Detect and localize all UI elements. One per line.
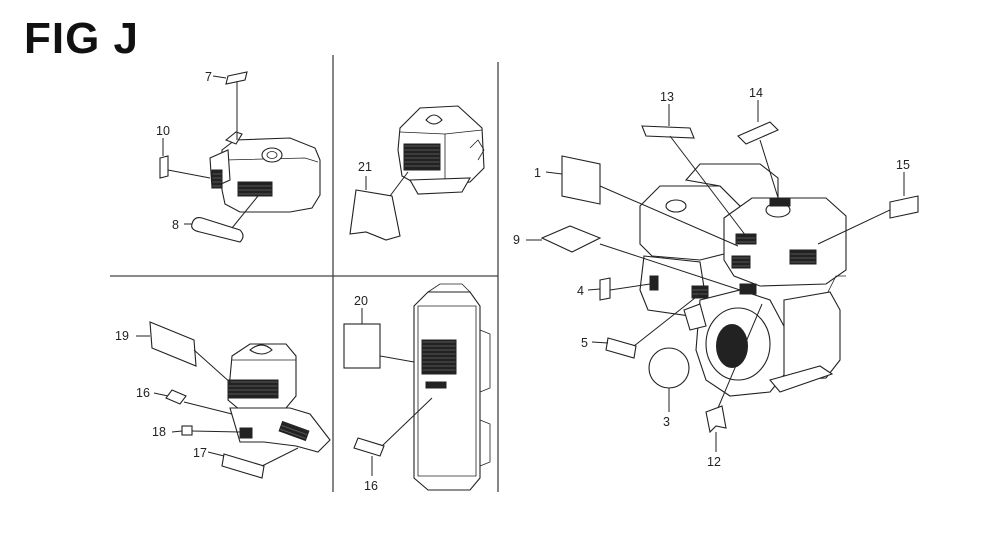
decal-16b	[353, 397, 433, 476]
fuel-tank-drawing	[209, 131, 321, 213]
decal-21	[349, 171, 409, 241]
callout-16a: 16	[136, 386, 150, 400]
decal-12	[705, 303, 763, 452]
decal-8	[184, 195, 259, 243]
panel-air-cleaner: 21	[349, 105, 485, 241]
cover-assembly-drawing	[227, 343, 331, 453]
decal-1	[545, 155, 739, 247]
callout-18: 18	[152, 425, 166, 439]
decal-16a	[153, 389, 233, 415]
decal-3	[648, 347, 690, 412]
panel-fuel-tank: 7 10 8	[156, 70, 321, 243]
decal-7	[212, 71, 248, 140]
panel-separators	[110, 55, 499, 492]
decal-9	[526, 225, 741, 291]
decal-14	[737, 100, 781, 205]
decal-4	[587, 277, 651, 301]
callout-16b: 16	[364, 479, 378, 493]
callout-12: 12	[707, 455, 721, 469]
callout-9: 9	[513, 233, 520, 247]
tall-cover-drawing	[413, 283, 491, 491]
callout-15: 15	[896, 158, 910, 172]
decal-17	[207, 447, 299, 479]
decal-15	[817, 172, 919, 245]
decal-5	[591, 293, 701, 359]
decal-10	[159, 138, 211, 179]
callout-21: 21	[358, 160, 372, 174]
callout-19: 19	[115, 329, 129, 343]
callout-7: 7	[205, 70, 212, 84]
decal-18	[171, 425, 241, 436]
callout-13: 13	[660, 90, 674, 104]
callout-20: 20	[354, 294, 368, 308]
decal-20	[343, 308, 415, 369]
callout-14: 14	[749, 86, 763, 100]
figure-title: FIG J	[24, 14, 140, 63]
panel-engine: 1 9 4 5 3 12 13 14 15	[513, 86, 919, 469]
callout-10: 10	[156, 124, 170, 138]
callout-5: 5	[581, 336, 588, 350]
callout-8: 8	[172, 218, 179, 232]
air-cleaner-drawing	[397, 105, 485, 195]
decal-13	[641, 104, 747, 237]
panel-tall-cover: 20 16	[343, 283, 491, 493]
callout-17: 17	[193, 446, 207, 460]
callout-1: 1	[534, 166, 541, 180]
decal-19	[136, 321, 233, 385]
callout-4: 4	[577, 284, 584, 298]
panel-cover-assembly: 19 16 18 17	[115, 321, 331, 479]
callout-3: 3	[663, 415, 670, 429]
